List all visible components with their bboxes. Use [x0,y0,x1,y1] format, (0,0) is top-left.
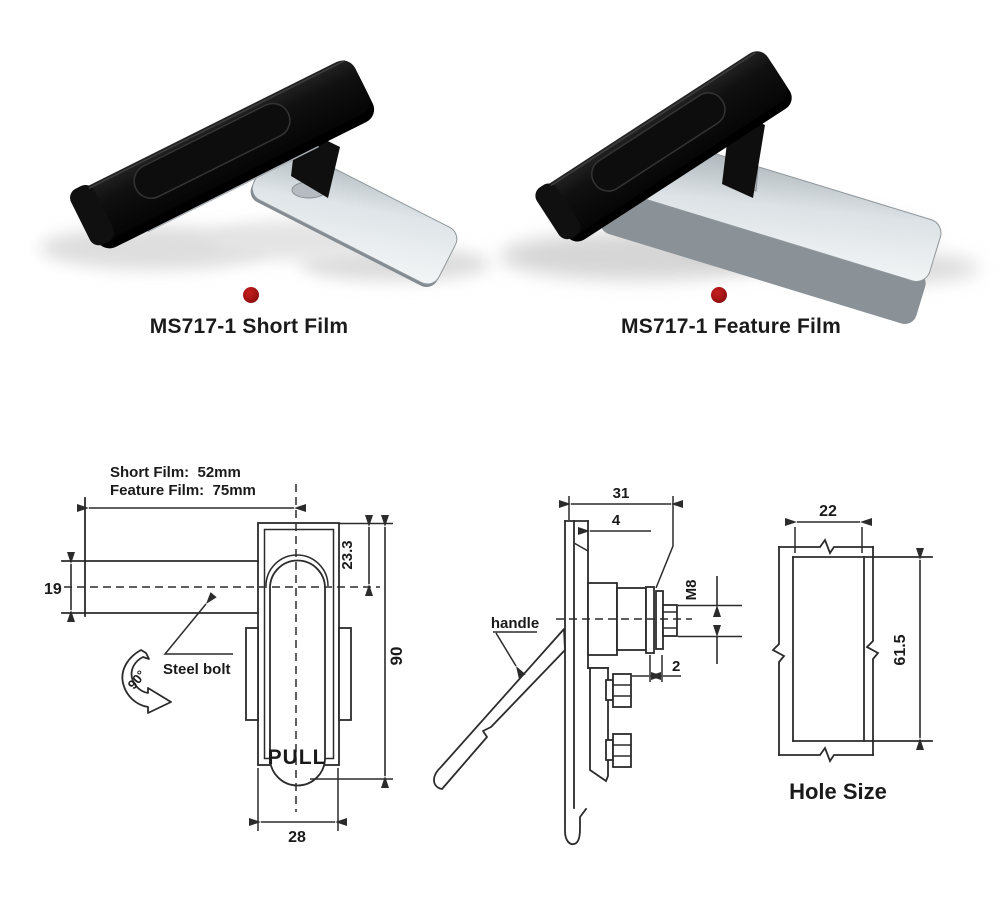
handle-callout: handle [491,615,539,679]
hole-size-title: Hole Size [789,779,887,804]
dim-2-text: 2 [672,658,680,675]
handle-label: handle [491,615,539,632]
product-label-short-film: MS717-1 Short Film [149,315,349,338]
dim-61-5: 61.5 [892,548,924,750]
dim-19: 19 [44,552,75,622]
dim-31-text: 31 [613,485,630,502]
threaded-stud [662,604,678,637]
pull-handle-pad [269,559,326,787]
film-note-line1: Short Film: 52mm [110,464,241,481]
hex-bolt-top [612,673,632,708]
handle-body [535,51,792,242]
dim-22: 22 [785,503,872,553]
product-photo-feature-film [500,51,980,324]
front-view-drawing: Short Film: 52mm Feature Film: 75mm 19 2… [44,464,406,846]
bullet-dot-icon [711,287,727,303]
handle-front-outline [245,522,352,787]
handle-recess [133,102,291,199]
dim-film-length: Short Film: 52mm Feature Film: 75mm [77,464,306,512]
handle-body [70,59,375,249]
thread-m8-text: M8 [683,580,700,601]
dim-m8: M8 [678,576,742,664]
dim-31: 31 [559,485,683,589]
dim-4: 4 [578,512,651,535]
dim-19-text: 19 [44,581,62,598]
dim-28-text: 28 [288,829,306,846]
mounting-clip-right [338,627,352,721]
hole-size-drawing: 22 61.5 Hole Size [771,503,933,804]
side-view-drawing: 31 4 M8 2 handle [433,485,742,846]
dim-4-text: 4 [612,512,621,529]
dim-22-text: 22 [819,503,837,520]
steel-bolt-callout: Steel bolt [163,592,233,678]
handle-lever-outline [433,628,566,790]
bullet-dot-icon [243,287,259,303]
dim-2: 2 [632,655,681,682]
hex-bolt-bottom [612,733,632,768]
film-note-line2: Feature Film: 75mm [110,482,256,499]
steel-bolt-label: Steel bolt [163,661,231,678]
dim-90: 90 [310,515,406,788]
mounting-clip-left [245,627,259,721]
product-label-feature-film: MS717-1 Feature Film [621,315,841,338]
dim-23-3-text: 23.3 [339,540,356,569]
product-photo-short-film [40,59,490,288]
dim-90-text: 90 [387,647,406,666]
dim-61-5-text: 61.5 [892,634,909,665]
dim-28: 28 [249,768,347,846]
latch-bracket-outline [589,667,632,783]
hole-outline [792,556,933,742]
latch-bar-outline [61,497,259,617]
rotation-90-arrow-icon: 90° [121,649,172,714]
handle-recess [591,92,726,192]
panel-sheet-outline [771,538,880,763]
pull-text: PULL [268,746,327,769]
